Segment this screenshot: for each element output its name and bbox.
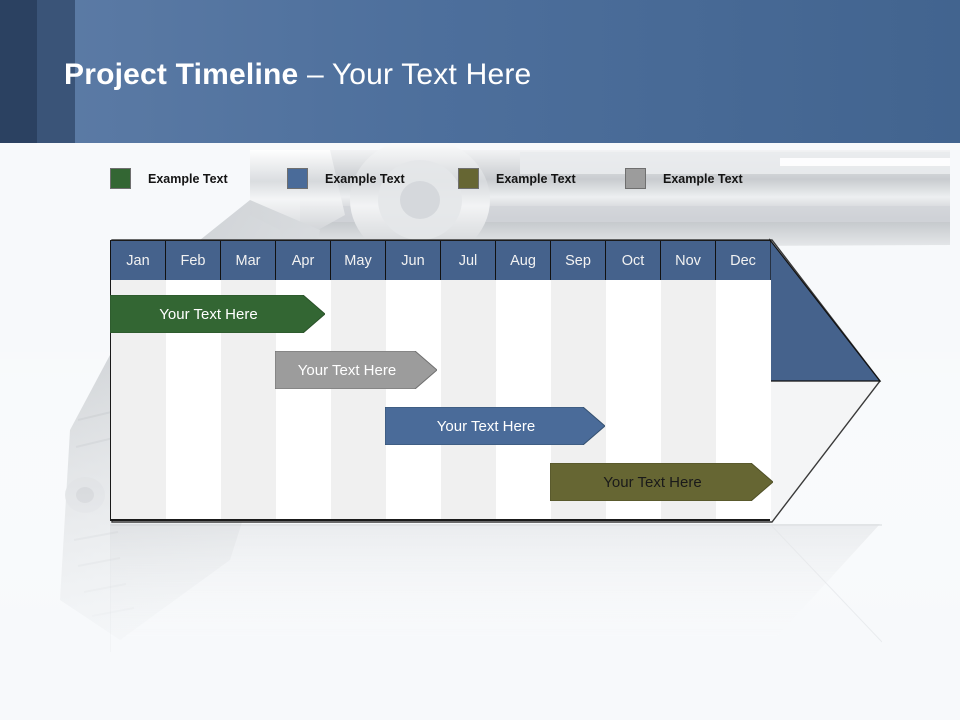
- legend-item-1[interactable]: Example Text: [287, 168, 405, 189]
- legend-item-label: Example Text: [496, 171, 576, 186]
- page-title: Project Timeline – Your Text Here: [64, 58, 531, 92]
- header-accent-strip-mid: [37, 0, 75, 143]
- page-title-rest: – Your Text Here: [298, 58, 532, 91]
- legend-item-0[interactable]: Example Text: [110, 168, 228, 189]
- month-header-nov[interactable]: Nov: [660, 241, 715, 281]
- legend-swatch-icon: [110, 168, 131, 189]
- legend-item-3[interactable]: Example Text: [625, 168, 743, 189]
- month-header-dec[interactable]: Dec: [715, 241, 770, 281]
- month-header-feb[interactable]: Feb: [165, 241, 220, 281]
- month-header-mar[interactable]: Mar: [220, 241, 275, 281]
- month-header-jan[interactable]: Jan: [110, 241, 165, 281]
- bar-body: Your Text Here: [110, 295, 325, 333]
- grid-column-jul: [441, 280, 496, 519]
- legend-item-label: Example Text: [325, 171, 405, 186]
- bar-label: Your Text Here: [297, 361, 397, 379]
- legend-swatch-icon: [458, 168, 479, 189]
- month-header-jun[interactable]: Jun: [385, 241, 440, 281]
- grid-column-aug: [496, 280, 551, 519]
- month-header-jul[interactable]: Jul: [440, 241, 495, 281]
- legend-swatch-icon: [625, 168, 646, 189]
- legend-item-2[interactable]: Example Text: [458, 168, 576, 189]
- bar-label: Your Text Here: [436, 417, 536, 435]
- bar-body: Your Text Here: [550, 463, 773, 501]
- timeline-bar-1[interactable]: Your Text Here: [275, 351, 437, 389]
- legend-swatch-icon: [287, 168, 308, 189]
- timeline-bar-0[interactable]: Your Text Here: [110, 295, 325, 333]
- month-header-aug[interactable]: Aug: [495, 241, 550, 281]
- legend: Example Text Example Text Example Text Exam…: [0, 168, 960, 198]
- month-header-apr[interactable]: Apr: [275, 241, 330, 281]
- bar-arrow-shape: [275, 351, 437, 389]
- bar-body: Your Text Here: [275, 351, 437, 389]
- timeline-bar-3[interactable]: Your Text Here: [550, 463, 773, 501]
- bar-body: Your Text Here: [385, 407, 605, 445]
- legend-item-label: Example Text: [663, 171, 743, 186]
- legend-item-label: Example Text: [148, 171, 228, 186]
- bar-arrow-shape: [385, 407, 605, 445]
- grid-column-may: [331, 280, 386, 519]
- bar-arrow-shape: [550, 463, 773, 501]
- month-header-sep[interactable]: Sep: [550, 241, 605, 281]
- slide-header: Project Timeline – Your Text Here: [0, 0, 960, 143]
- month-header-oct[interactable]: Oct: [605, 241, 660, 281]
- bar-label: Your Text Here: [603, 473, 702, 491]
- header-accent-strip-dark: [0, 0, 37, 143]
- bar-label: Your Text Here: [159, 305, 258, 323]
- month-header-may[interactable]: May: [330, 241, 385, 281]
- grid-column-jun: [386, 280, 441, 519]
- timeline-bar-2[interactable]: Your Text Here: [385, 407, 605, 445]
- bar-arrow-shape: [110, 295, 325, 333]
- page-title-bold: Project Timeline: [64, 58, 299, 91]
